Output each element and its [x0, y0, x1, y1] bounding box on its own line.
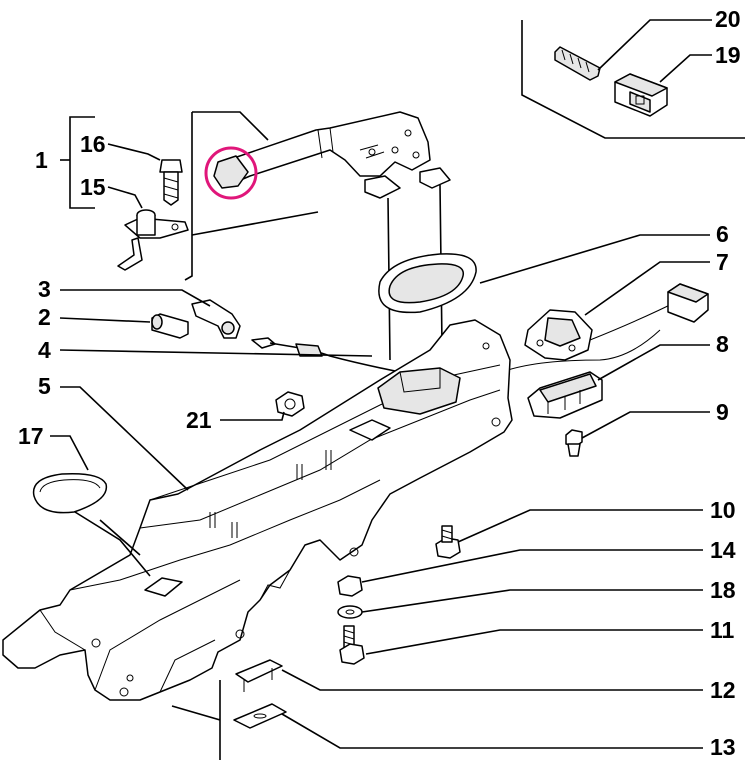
gasket-ring-6: [378, 253, 477, 314]
callout-11: 11: [710, 617, 735, 643]
leader-lines: [50, 19, 712, 749]
callout-8: 8: [716, 331, 729, 357]
grommet-pointer: [74, 511, 151, 577]
group-bracket-19-20: [521, 20, 745, 139]
callout-15: 15: [80, 174, 106, 200]
callout-10: 10: [710, 497, 736, 523]
grommet-pointer-2: [99, 519, 141, 556]
callout-14: 14: [710, 537, 736, 563]
bolt-11: [339, 625, 365, 665]
callout-labels: 20 19 16 1 15 6 7 3 2 8 4 5 9 21 17 10 1…: [18, 6, 741, 760]
washer-18: [337, 605, 363, 619]
bracket-7: [524, 283, 709, 361]
callout-13: 13: [710, 734, 736, 760]
tunnel-base-5: [2, 319, 513, 701]
callout-20: 20: [715, 6, 741, 32]
bracket-pin-15: [117, 209, 189, 271]
callout-5: 5: [38, 373, 51, 399]
callout-7: 7: [716, 249, 729, 275]
callout-9: 9: [716, 399, 729, 425]
callout-1: 1: [35, 147, 48, 173]
callout-17: 17: [18, 423, 44, 449]
lever-button-highlight: [204, 146, 258, 200]
nut-21: [275, 391, 305, 417]
bolt-16: [159, 159, 183, 206]
group-bracket-1: [60, 111, 319, 281]
connector-box-19: [614, 73, 668, 117]
pin-2: [151, 313, 189, 339]
sensor-8: [507, 329, 661, 419]
handbrake-lever: [213, 111, 451, 199]
bolt-10: [435, 525, 461, 559]
clip-bracket-3: [191, 299, 241, 339]
callout-18: 18: [710, 577, 736, 603]
cable-4: [251, 337, 401, 373]
callout-3: 3: [38, 276, 51, 302]
plate-13: [233, 703, 287, 729]
callout-19: 19: [715, 42, 741, 68]
screw-9: [565, 429, 583, 457]
callout-6: 6: [716, 221, 729, 247]
connector-clip-20: [554, 46, 601, 81]
nut-14: [337, 575, 363, 597]
grommet-17: [32, 472, 108, 514]
callout-4: 4: [38, 337, 51, 363]
callout-21: 21: [186, 407, 212, 433]
callout-12: 12: [710, 677, 736, 703]
group-bracket-12-13: [171, 680, 221, 760]
callout-2: 2: [38, 304, 51, 330]
callout-16: 16: [80, 131, 106, 157]
plate-12: [235, 659, 283, 692]
